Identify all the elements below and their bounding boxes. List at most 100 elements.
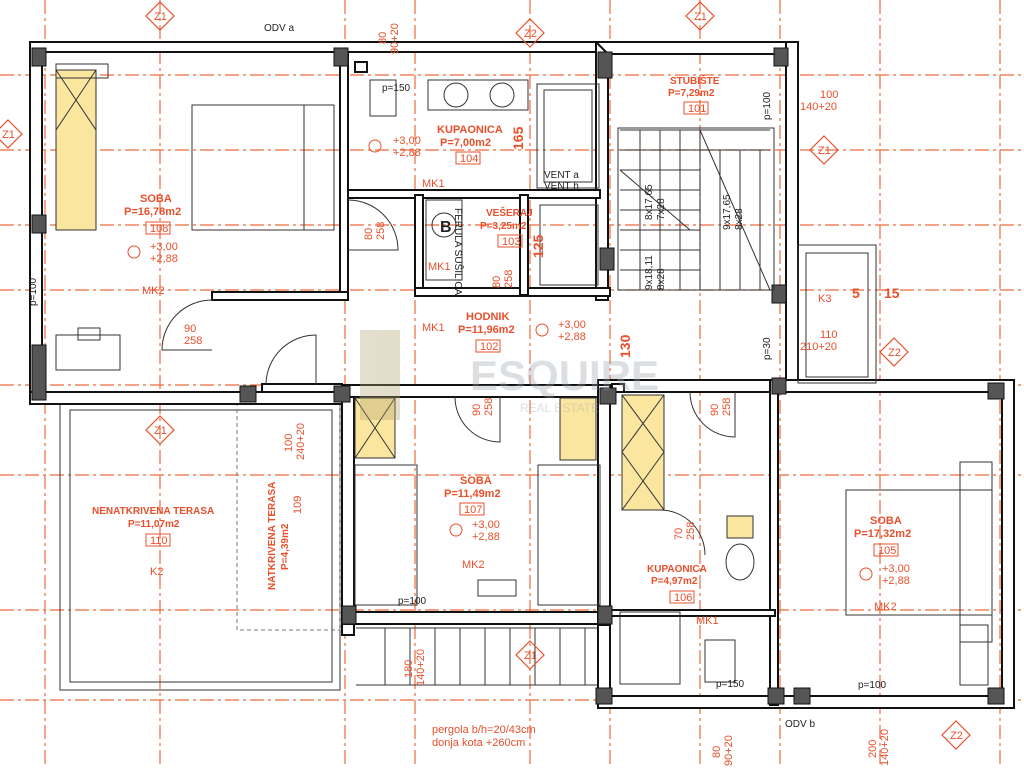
room-area: P=7,29m2 bbox=[668, 88, 715, 99]
p30-label: p=30 bbox=[762, 337, 773, 360]
p100-label: p=100 bbox=[28, 277, 39, 306]
dim-text: 80 bbox=[711, 746, 723, 758]
room-area: P=3,25m2 bbox=[480, 221, 527, 232]
room-name: KUPAONICA bbox=[647, 564, 707, 575]
dim-text: 100 bbox=[820, 89, 838, 101]
stairs-label: 9x18,11 bbox=[644, 255, 655, 290]
room-area: P=4,97m2 bbox=[651, 576, 698, 587]
room-area: P=11,07m2 bbox=[128, 519, 180, 530]
mk1-label: MK1 bbox=[422, 322, 445, 334]
dim-text: 90 bbox=[184, 323, 196, 335]
dim-text: 110 bbox=[820, 329, 838, 341]
dim-text: 140+20 bbox=[879, 729, 891, 766]
dim-text: 90 bbox=[709, 404, 721, 416]
terraces bbox=[59, 401, 598, 691]
level-upper: +3,00 bbox=[393, 135, 421, 147]
room-number: 108 bbox=[150, 223, 168, 235]
stairs-label: 8x28 bbox=[734, 208, 745, 230]
ferula-label: FERULA SUŠILICA bbox=[452, 208, 465, 296]
dim-text: 210+20 bbox=[800, 341, 837, 353]
odv-b-label: ODV b bbox=[785, 719, 815, 730]
room-area: P=16,78m2 bbox=[124, 206, 181, 218]
dim-125: 125 bbox=[530, 234, 546, 258]
p100-label: p=100 bbox=[762, 91, 773, 120]
room-number: 110 bbox=[150, 535, 168, 547]
stairs bbox=[617, 127, 775, 291]
dim-text: 258 bbox=[483, 398, 495, 416]
room-name: SOBA bbox=[870, 515, 902, 527]
dim-text: 258 bbox=[375, 222, 387, 240]
columns bbox=[31, 47, 1005, 705]
room-number: 103 bbox=[502, 236, 520, 248]
dim-text: 80 bbox=[377, 32, 389, 44]
dim-15: 15 bbox=[884, 285, 900, 301]
room-area: P=4,39m2 bbox=[280, 523, 291, 570]
axis-label: Z1 bbox=[694, 11, 707, 23]
exterior-walls bbox=[29, 41, 1015, 709]
room-number: 102 bbox=[480, 341, 498, 353]
dim-text: 258 bbox=[184, 335, 202, 347]
dim-text: 90+20 bbox=[723, 735, 735, 766]
level-lower: +2,88 bbox=[472, 531, 500, 543]
balcony-k3 bbox=[797, 244, 877, 384]
dim-text: 90+20 bbox=[389, 23, 401, 54]
stairs-label: 8x17,65 bbox=[644, 184, 655, 220]
dim-text: 140+20 bbox=[415, 649, 427, 686]
room-name: SOBA bbox=[140, 193, 172, 205]
level-upper: +3,00 bbox=[472, 519, 500, 531]
axis-label: Z2 bbox=[524, 28, 537, 40]
room-number: 106 bbox=[674, 592, 692, 604]
dim-text: 258 bbox=[503, 270, 515, 288]
p150-label: p=150 bbox=[716, 679, 745, 690]
floor-type: MK2 bbox=[874, 601, 897, 613]
dim-text: 100 bbox=[283, 434, 295, 452]
axis-label: Z1 bbox=[154, 425, 167, 437]
wardrobes bbox=[55, 63, 754, 539]
axis-label: Z1 bbox=[818, 145, 831, 157]
level-upper: +3,00 bbox=[882, 563, 910, 575]
room-name: SOBA bbox=[460, 475, 492, 487]
room-number: 109 bbox=[292, 496, 304, 514]
interior-walls bbox=[211, 51, 779, 706]
room-area: P=11,96m2 bbox=[458, 324, 515, 336]
floor-type: MK2 bbox=[462, 559, 485, 571]
vent-b-label: VENT h bbox=[544, 181, 579, 192]
dim-130: 130 bbox=[617, 334, 633, 358]
room-name: KUPAONICA bbox=[437, 124, 503, 136]
dim-5: 5 bbox=[852, 285, 860, 301]
room-labels: SOBA P=16,78m2 108 +3,00 +2,88 MK2 KUPAO… bbox=[92, 74, 911, 627]
room-name: VEŠERAJ bbox=[486, 206, 533, 219]
dim-text: 240+20 bbox=[295, 423, 307, 460]
level-upper: +3,00 bbox=[558, 319, 586, 331]
pergola-label-2: donja kota +260cm bbox=[432, 737, 525, 749]
watermark-text: ESQUIRE bbox=[470, 352, 659, 399]
dim-text: 80 bbox=[363, 228, 375, 240]
vent-a-label: VENT a bbox=[544, 170, 579, 181]
dim-text: 200 bbox=[867, 740, 879, 758]
stairs-label: 7x28 bbox=[656, 198, 667, 220]
misc-labels: ODV a ODV b VENT a VENT h MK1 MK1 MK1 K3… bbox=[264, 23, 887, 749]
room-number: 101 bbox=[688, 103, 706, 115]
room-number: 107 bbox=[464, 504, 482, 516]
dim-text: 258 bbox=[685, 522, 697, 540]
room-name: NATKRIVENA TERASA bbox=[267, 482, 278, 590]
pergola-label-1: pergola b/h=20/43cm bbox=[432, 724, 536, 736]
dim-text: 140+20 bbox=[800, 101, 837, 113]
floor-type: K2 bbox=[150, 566, 163, 578]
dimensions: 165 125 130 5 15 80 90+20 80 258 90 258 … bbox=[28, 23, 900, 766]
axis-label: Z1 bbox=[154, 11, 167, 23]
room-area: P=11,49m2 bbox=[444, 488, 501, 500]
b-label: B bbox=[440, 219, 452, 236]
stairs-label: 9x17,65 bbox=[722, 194, 733, 230]
axis-label: Z2 bbox=[888, 347, 901, 359]
p150-label: p=150 bbox=[382, 83, 411, 94]
p100-label: p=100 bbox=[398, 596, 427, 607]
dim-165: 165 bbox=[510, 126, 526, 150]
k3-label: K3 bbox=[818, 293, 831, 305]
doors bbox=[161, 199, 736, 556]
room-name: HODNIK bbox=[466, 311, 509, 323]
room-name: STUBIŠTE bbox=[670, 74, 720, 87]
mk1-label: MK1 bbox=[428, 261, 451, 273]
dim-text: 80 bbox=[491, 276, 503, 288]
